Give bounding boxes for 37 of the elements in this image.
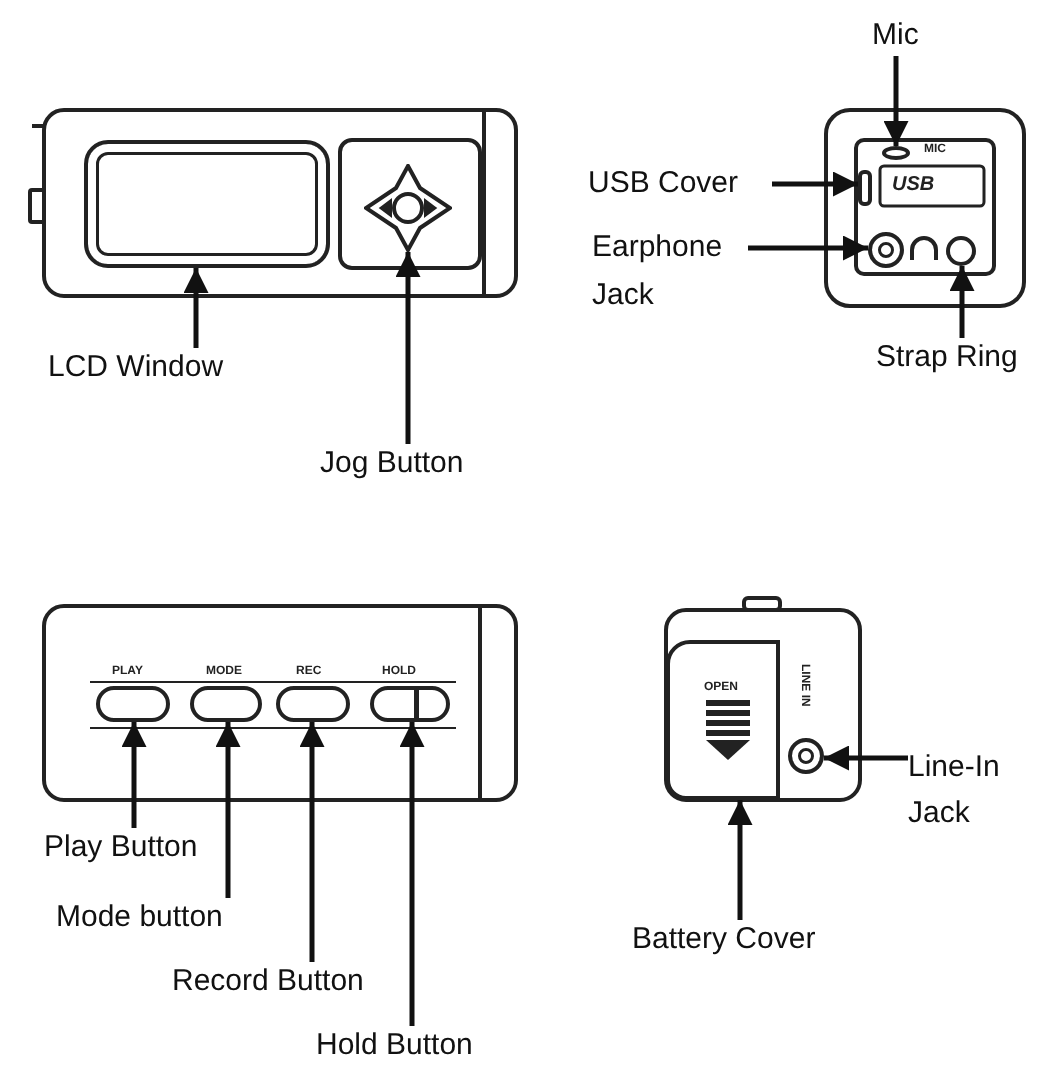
strap-ring (946, 236, 976, 266)
play-button (96, 686, 170, 722)
leader-arrow (395, 252, 421, 444)
earphone-jack (868, 232, 904, 268)
line-in-jack (788, 738, 824, 774)
record-button (276, 686, 350, 722)
leader-arrow (399, 722, 425, 1026)
callout-label: Mic (872, 16, 940, 56)
callout-label: Record Button (172, 962, 396, 1002)
hold-switch (370, 686, 450, 722)
mode-button (190, 686, 262, 722)
callout-label: USB Cover (588, 164, 772, 204)
leader-arrow (215, 722, 241, 898)
leader-arrow (824, 745, 908, 771)
printed-marking: USB (892, 174, 935, 196)
callout-label: Hold Button (316, 1026, 516, 1066)
microphone-hole (882, 146, 910, 160)
leader-arrow (949, 266, 975, 338)
leader-arrow (299, 722, 325, 962)
leader-arrow (772, 171, 858, 197)
callout-label: Earphone Jack (592, 224, 748, 320)
callout-label: LCD Window (48, 348, 268, 388)
callout-label: Battery Cover (632, 920, 864, 960)
leader-arrow (121, 722, 147, 828)
leader-arrow (883, 56, 909, 146)
usb-cover (858, 170, 872, 206)
callout-label: Jog Button (320, 444, 504, 484)
battery-cover (666, 640, 780, 800)
callout-label: Mode button (56, 898, 264, 938)
leader-arrow (727, 800, 753, 920)
lcd-window (84, 140, 330, 268)
callout-label: Play Button (44, 828, 228, 868)
jog-button (364, 164, 452, 252)
leader-arrow (183, 268, 209, 348)
callout-label: Strap Ring (876, 338, 1056, 378)
leader-arrow (748, 235, 868, 261)
callout-label: Line-In Jack (908, 744, 1040, 836)
